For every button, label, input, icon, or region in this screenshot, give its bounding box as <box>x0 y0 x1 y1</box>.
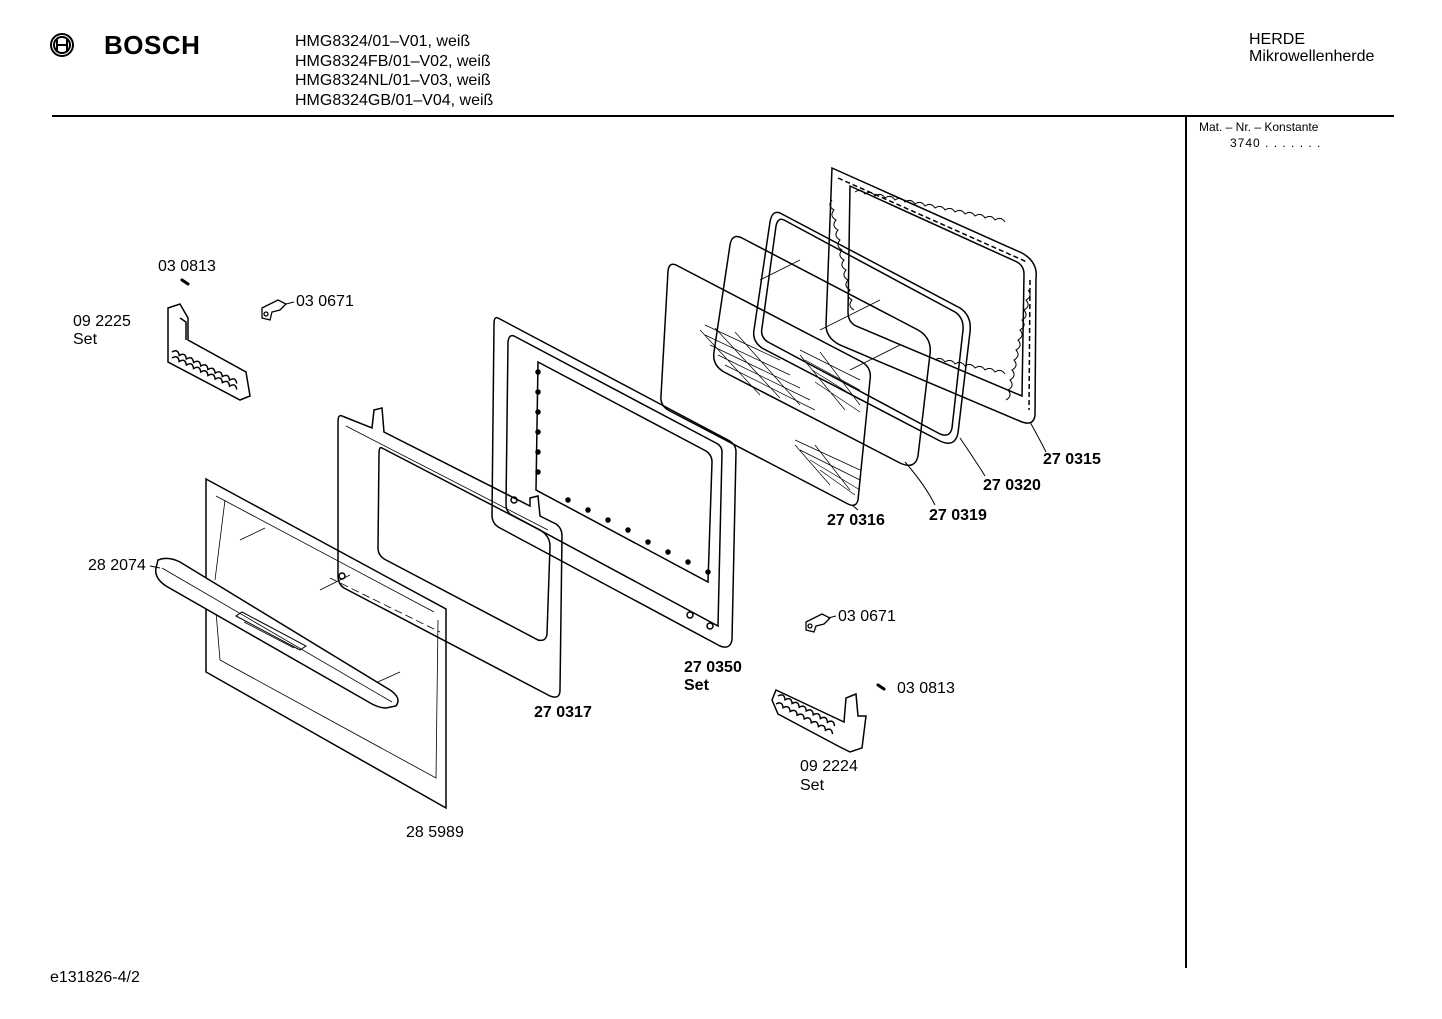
model-line: HMG8324GB/01–V04, weiß <box>295 91 494 109</box>
hinge-092225 <box>167 303 251 401</box>
hinge-092224 <box>771 688 867 753</box>
mesh-screen-270316 <box>660 263 872 507</box>
subcategory-title: Mikrowellenherde <box>1249 48 1375 65</box>
document-id: e131826-4/2 <box>50 969 140 986</box>
mat-nr-value: 3740 . . . . . . . <box>1230 136 1322 150</box>
part-label-030671-top: 03 0671 <box>296 293 354 310</box>
part-label-285989: 28 5989 <box>406 824 464 841</box>
clip-030671-bottom <box>805 613 832 633</box>
brand-logo-text: BOSCH <box>104 30 201 60</box>
part-label-092224-set: Set <box>800 777 825 794</box>
part-label-270316: 27 0316 <box>827 512 885 529</box>
handle-282074 <box>154 557 399 709</box>
part-label-030813-top: 03 0813 <box>158 258 216 275</box>
part-label-282074: 28 2074 <box>88 557 146 574</box>
clip-030671-top <box>261 299 288 321</box>
model-list: HMG8324/01–V01, weiß HMG8324FB/01–V02, w… <box>295 32 493 110</box>
model-line: HMG8324/01–V01, weiß <box>295 33 471 50</box>
inner-panel-270317 <box>337 407 563 698</box>
glass-pane-270319 <box>712 235 931 467</box>
seal-270320 <box>752 211 972 444</box>
model-line: HMG8324NL/01–V03, weiß <box>295 72 491 89</box>
part-label-270350: 27 0350 <box>684 659 742 676</box>
part-label-092225: 09 2225 <box>73 313 131 330</box>
category-title: HERDE <box>1249 31 1306 48</box>
outer-glass-285989 <box>205 477 447 810</box>
mat-nr-label: Mat. – Nr. – Konstante <box>1199 120 1319 134</box>
part-label-092225-set: Set <box>73 331 98 348</box>
bosch-logo-icon <box>50 33 74 57</box>
model-line: HMG8324FB/01–V02, weiß <box>295 52 491 70</box>
door-frame-270350 <box>491 316 737 648</box>
pin-030813-top <box>180 278 190 286</box>
part-label-270350-set: Set <box>684 677 709 694</box>
leader-lines <box>149 301 1047 619</box>
part-label-270315: 27 0315 <box>1043 451 1101 468</box>
part-label-092224: 09 2224 <box>800 758 858 775</box>
part-label-270319: 27 0319 <box>929 507 987 524</box>
part-label-270320: 27 0320 <box>983 477 1041 494</box>
frame-gasket-270315 <box>825 166 1037 424</box>
part-label-270317: 27 0317 <box>534 704 592 721</box>
part-label-030671-bottom: 03 0671 <box>838 608 896 625</box>
category-block: HERDE Mikrowellenherde <box>1249 31 1374 65</box>
part-label-030813-bottom: 03 0813 <box>897 680 955 697</box>
pin-030813-bottom <box>876 683 886 691</box>
